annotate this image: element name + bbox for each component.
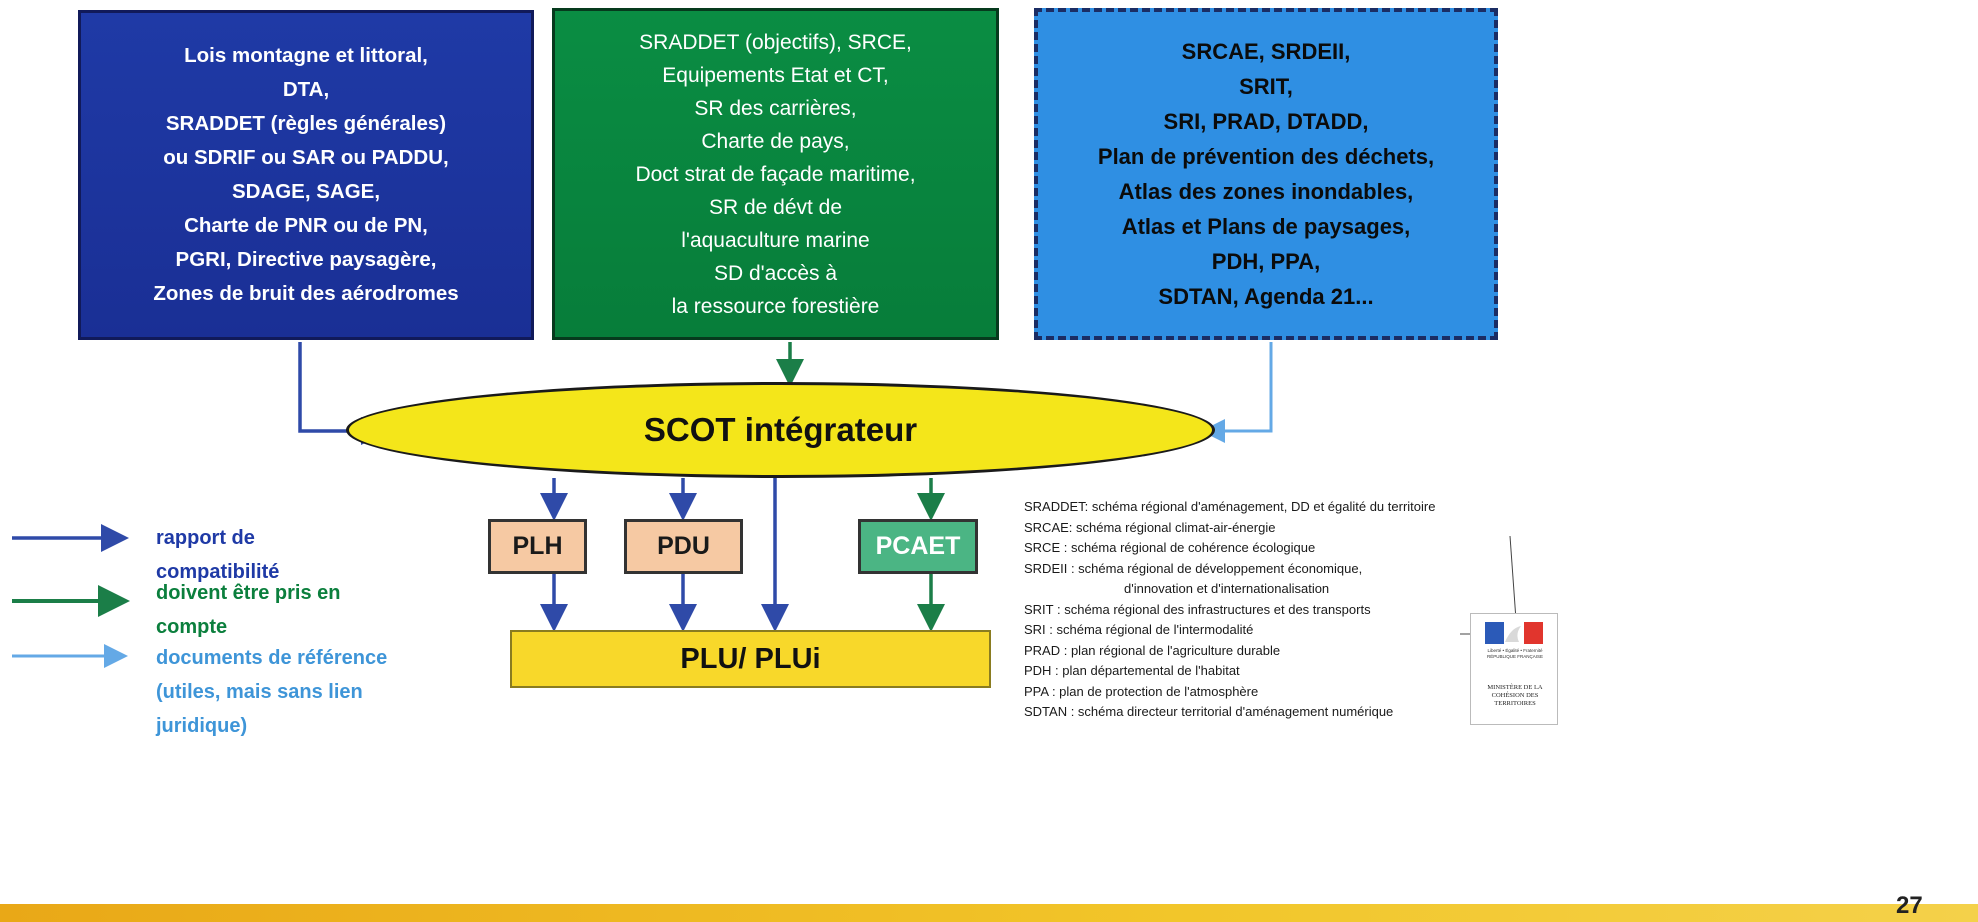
glossary-entry: SRCE : schéma régional de cohérence écol… <box>1024 540 1316 555</box>
box-plu-plui: PLU/ PLUi <box>510 630 991 688</box>
box-line: PDH, PPA, <box>1211 249 1321 274</box>
box-line: SRIT, <box>1239 74 1293 99</box>
glossary-entry: PPA : plan de protection de l'atmosphère <box>1024 683 1259 699</box>
box-line: Lois montagne et littoral, <box>184 44 428 67</box>
box-take-into-account-documents: SRADDET (objectifs), SRCE, Equipements E… <box>552 8 999 340</box>
legend-compatibility-label: rapport de compatibilité <box>156 527 280 583</box>
box-line: Atlas et Plans de paysages, <box>1121 214 1411 239</box>
bottom-decorative-bar <box>0 904 1978 922</box>
box-line: la ressource forestière <box>671 294 880 318</box>
glossary-entry: PRAD : plan régional de l'agriculture du… <box>1024 642 1281 658</box>
box-pcaet: PCAET <box>858 519 978 574</box>
glossary-entry: SRI : schéma régional de l'intermodalité <box>1024 622 1254 637</box>
glossary-entry: SRCAE: schéma régional climat-air-énergi… <box>1024 519 1276 535</box>
box-line: Doct strat de façade maritime, <box>635 162 916 186</box>
box-reference-documents: SRCAE, SRDEII, SRIT, SRI, PRAD, DTADD, P… <box>1034 8 1498 340</box>
logo-ministry-name: MINISTÈRE DE LA COHÉSION DES TERRITOIRES <box>1487 684 1543 707</box>
logo-motto: Liberté • Égalité • Fraternité RÉPUBLIQU… <box>1486 648 1543 659</box>
box-line: Charte de PNR ou de PN, <box>184 214 428 237</box>
arrow-lightblue-to-scot <box>1201 342 1273 443</box>
box-line: SR de dévt de <box>708 195 843 219</box>
box-line: SR des carrières, <box>694 96 857 120</box>
box-pdu: PDU <box>624 519 743 574</box>
scot-integrateur-ellipse: SCOT intégrateur <box>346 382 1215 478</box>
box-line: SDAGE, SAGE, <box>231 180 381 203</box>
glossary-entry-continuation: d'innovation et d'internationalisation <box>1124 581 1330 596</box>
box-line: SD d'accès à <box>713 261 838 285</box>
legend-reference-label: documents de référence (utiles, mais san… <box>156 647 388 737</box>
page-number: 27 <box>1896 892 1923 919</box>
legend-take-into-account-label: doivent être pris en compte <box>156 582 341 638</box>
ministry-logo: Liberté • Égalité • Fraternité RÉPUBLIQU… <box>1470 613 1558 725</box>
box-line: Zones de bruit des aérodromes <box>153 282 459 305</box>
glossary-entry: SRDEII : schéma régional de développemen… <box>1024 560 1363 576</box>
box-line: Charte de pays, <box>701 129 850 153</box>
glossary-entry: PDH : plan départemental de l'habitat <box>1024 663 1240 678</box>
box-line: ou SDRIF ou SAR ou PADDU, <box>163 146 449 169</box>
box-line: DTA, <box>282 78 330 101</box>
box-line: PGRI, Directive paysagère, <box>175 248 437 271</box>
box-line: l'aquaculture marine <box>681 228 870 252</box>
box-plh: PLH <box>488 519 587 574</box>
box-line: Equipements Etat et CT, <box>662 63 889 87</box>
marianne-flag-icon <box>1485 622 1543 644</box>
glossary-entry: SRADDET: schéma régional d'aménagement, … <box>1024 499 1436 514</box>
box-line: SRADDET (règles générales) <box>165 112 447 135</box>
box-line: Atlas des zones inondables, <box>1118 179 1414 204</box>
box-line: SRCAE, SRDEII, <box>1181 39 1351 64</box>
box-compatibility-documents: Lois montagne et littoral, DTA, SRADDET … <box>78 10 534 340</box>
box-line: SRI, PRAD, DTADD, <box>1163 109 1369 134</box>
glossary-entry: SDTAN : schéma directeur territorial d'a… <box>1024 704 1394 719</box>
box-line: Plan de prévention des déchets, <box>1097 144 1435 169</box>
box-line: SDTAN, Agenda 21... <box>1158 284 1374 309</box>
acronym-glossary: SRADDET: schéma régional d'aménagement, … <box>1024 497 1554 723</box>
box-line: SRADDET (objectifs), SRCE, <box>639 30 912 54</box>
glossary-entry: SRIT : schéma régional des infrastructur… <box>1024 601 1371 617</box>
